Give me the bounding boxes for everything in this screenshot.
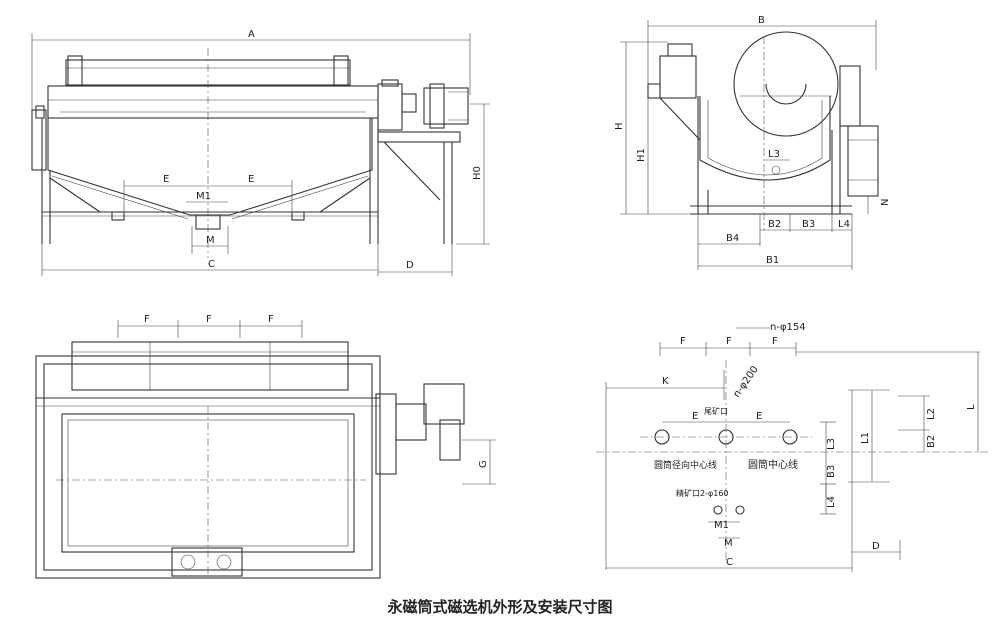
plan-d-label: D xyxy=(872,541,880,552)
foundation-plan: F F F n-φ154 K n-φ200 E E 尾矿口 圆筒径向中心线 圆筒… xyxy=(596,322,990,572)
dim-l3-label: L3 xyxy=(768,149,780,160)
plan-f2-label: F xyxy=(726,336,732,347)
plan-l2-label: L2 xyxy=(926,408,937,420)
dim-d-label: D xyxy=(406,260,414,271)
plan-e1-label: E xyxy=(692,411,698,422)
dim-g-label: G xyxy=(478,460,489,468)
plan-b2-label: B2 xyxy=(926,435,937,448)
dim-b-label: B xyxy=(758,15,765,26)
dim-f3-label: F xyxy=(268,314,274,325)
plan-l3-label: L3 xyxy=(826,438,837,450)
dim-a-label: A xyxy=(248,29,255,40)
dim-h1-label: H1 xyxy=(636,148,647,162)
plan-b3-label: B3 xyxy=(826,465,837,478)
dim-k-label: K xyxy=(662,376,669,387)
plan-l4-label: L4 xyxy=(826,496,837,508)
dim-n-label: N xyxy=(880,199,891,206)
dim-b1-label: B1 xyxy=(766,255,779,266)
dim-e2-label: E xyxy=(248,174,254,185)
dim-m-label: M xyxy=(206,235,215,246)
tailings-outlet-label: 尾矿口 xyxy=(704,406,728,416)
dim-c-label: C xyxy=(208,259,215,270)
plan-f1-label: F xyxy=(680,336,686,347)
plan-l1-label: L1 xyxy=(860,432,871,444)
plan-c-label: C xyxy=(726,557,733,568)
mid-holes-label: n-φ200 xyxy=(731,364,760,400)
dim-l4-label: L4 xyxy=(838,219,850,230)
dim-h-label: H xyxy=(614,122,625,130)
front-view: A xyxy=(31,29,490,276)
radial-centerline-label: 圆筒径向中心线 xyxy=(654,459,717,471)
dim-f2-label: F xyxy=(206,314,212,325)
dim-b3-label: B3 xyxy=(802,219,815,230)
small-holes-label: n-φ154 xyxy=(770,322,806,333)
dim-b2-label: B2 xyxy=(768,219,781,230)
plan-m1-label: M1 xyxy=(714,520,729,531)
dim-m1-label: M1 xyxy=(196,191,211,202)
drum-centerline-label: 圆筒中心线 xyxy=(748,458,798,471)
drawing-caption: 永磁筒式磁选机外形及安装尺寸图 xyxy=(386,598,612,616)
dim-b4-label: B4 xyxy=(726,233,739,244)
plan-m-label: M xyxy=(724,538,733,549)
plan-e2-label: E xyxy=(756,411,762,422)
plan-l-label: L xyxy=(966,404,977,410)
dim-f1-label: F xyxy=(144,314,150,325)
dim-h0-label: H0 xyxy=(472,166,483,180)
side-view: B H H1 L3 xyxy=(614,15,891,270)
concentrate-outlet-label: 精矿口2-φ160 xyxy=(676,488,729,498)
plan-f3-label: F xyxy=(772,336,778,347)
dim-e1-label: E xyxy=(163,174,169,185)
top-view: F F F G xyxy=(35,314,496,579)
